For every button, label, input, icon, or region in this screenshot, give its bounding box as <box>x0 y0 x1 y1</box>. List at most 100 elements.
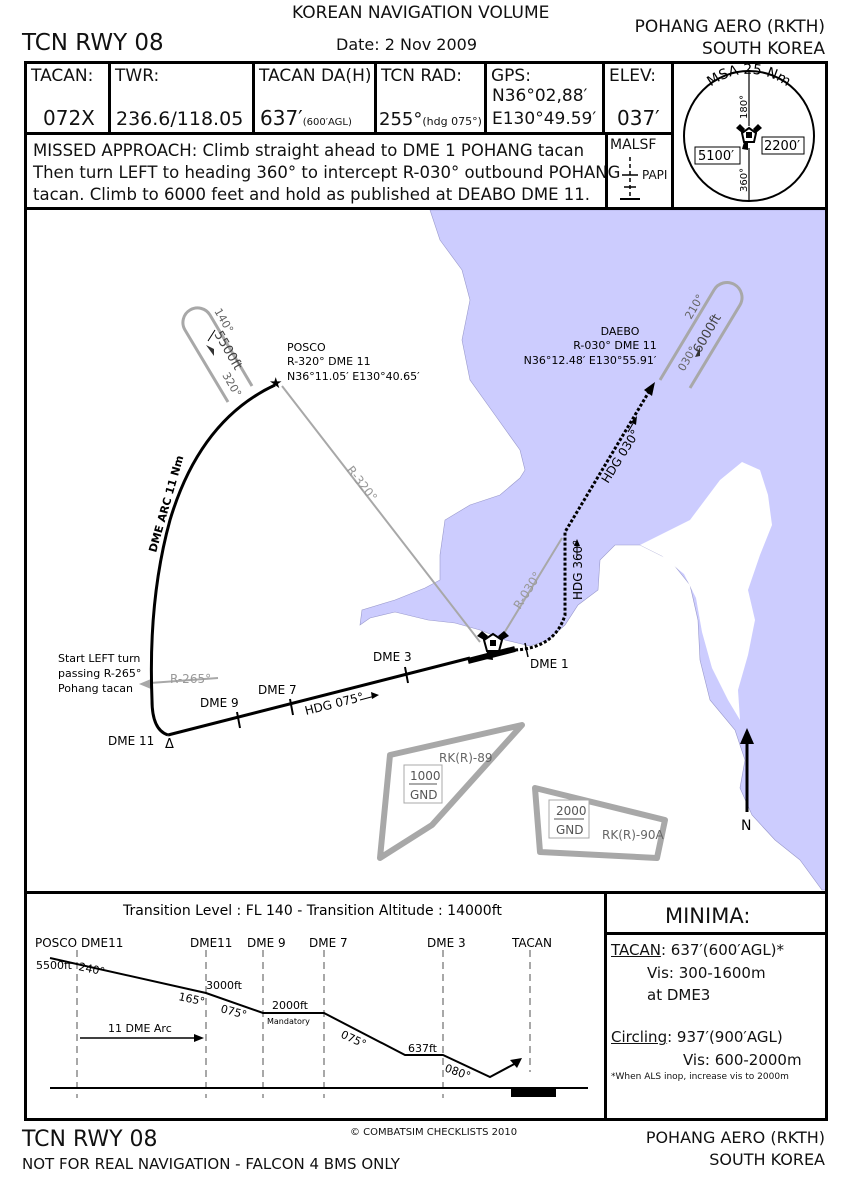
hdg360-label: HDG 360° <box>571 540 585 600</box>
malsf-label: MALSF <box>610 137 657 153</box>
minima-note: *When ALS inop, increase vis to 2000m <box>611 1072 789 1082</box>
dme1-label: DME 1 <box>530 657 569 671</box>
final-approach-track <box>167 656 471 737</box>
missed-line-3: tacan. Climb to 6000 feet and hold as pu… <box>33 185 591 204</box>
rk90-label: RK(R)-90A <box>602 828 665 842</box>
start-turn-1: Start LEFT turn <box>58 652 140 665</box>
msa-top-bearing: 180° <box>739 95 750 119</box>
msa-left-alt: 5100′ <box>698 149 734 164</box>
volume-title: KOREAN NAVIGATION VOLUME <box>292 3 550 23</box>
msa-diagram: MSA 25 Nm 180° 360° 5100′ 2200′ <box>683 64 815 202</box>
approach-lights-icon <box>620 157 640 200</box>
footer-copyright: © COMBATSIM CHECKLISTS 2010 <box>350 1127 518 1138</box>
da-cell: TACAN DA(H) 637′(600′AGL) <box>255 64 377 132</box>
da-value-main: 637′ <box>260 106 303 130</box>
dme7-label: DME 7 <box>258 683 297 697</box>
posco-coords: N36°11.05′ E130°40.65′ <box>287 370 420 383</box>
rk90-alt: 2000 <box>556 804 587 818</box>
minima-box: MINIMA: TACAN: 637′(600′AGL)* Vis: 300-1… <box>604 891 828 1121</box>
twr-label: TWR: <box>115 66 160 86</box>
profile-dme9: DME 9 <box>247 936 286 950</box>
minima-circ-value: : 937′(900′AGL) <box>667 1028 783 1046</box>
profile-crs-080: 080° <box>443 1062 472 1083</box>
minima-circling: Circling: 937′(900′AGL) <box>611 1028 783 1046</box>
da-label: TACAN DA(H) <box>259 66 372 86</box>
minima-tacan-vis: Vis: 300-1600m <box>647 964 766 982</box>
minima-circ-label: Circling <box>611 1028 668 1046</box>
country-name: SOUTH KOREA <box>702 39 825 59</box>
posco-fix-icon: ★ <box>269 374 282 392</box>
profile-mandatory: Mandatory <box>267 1017 310 1026</box>
posco-name: POSCO <box>287 341 326 354</box>
descent-path <box>49 957 519 1079</box>
msa-left-box <box>694 146 741 165</box>
elev-cell: ELEV: 037′ <box>605 64 671 132</box>
radial-265 <box>149 677 219 684</box>
footer-title: TCN RWY 08 <box>22 1127 158 1152</box>
profile-dme7: DME 7 <box>309 936 348 950</box>
footer-country: SOUTH KOREA <box>709 1150 825 1169</box>
info-row: TACAN: 072X TWR: 236.6/118.05 TACAN DA(H… <box>24 61 674 135</box>
profile-posco: POSCO DME11 <box>35 936 123 950</box>
restricted-area-rk89 <box>377 722 525 861</box>
dme3-label: DME 3 <box>373 650 412 664</box>
daebo-holding-pattern <box>658 280 744 389</box>
rk89-label: RK(R)-89 <box>439 751 493 765</box>
rad-label: TCN RAD: <box>381 66 462 86</box>
profile-view: Transition Level : FL 140 - Transition A… <box>24 891 608 1121</box>
transition-info: Transition Level : FL 140 - Transition A… <box>122 903 502 919</box>
papi-label: PAPI <box>642 168 668 182</box>
minima-circ-vis: Vis: 600-2000m <box>683 1051 802 1069</box>
missed-approach-path <box>514 389 652 652</box>
dme9-label: DME 9 <box>200 696 239 710</box>
chart-date: Date: 2 Nov 2009 <box>336 35 478 54</box>
msa-right-alt: 2200′ <box>764 139 800 154</box>
msa-box: MSA 25 Nm 180° 360° 5100′ 2200′ <box>671 61 828 210</box>
minima-tacan-label: TACAN <box>611 941 661 959</box>
missed-approach-box: MISSED APPROACH: Climb straight ahead to… <box>24 132 674 210</box>
airport-name: POHANG AERO (RKTH) <box>634 17 825 37</box>
missed-line-2: Then turn LEFT to heading 360° to interc… <box>33 163 621 182</box>
elev-label: ELEV: <box>609 66 656 86</box>
daebo-name: DAEBO <box>601 325 640 338</box>
tacan-value: 072X <box>43 106 95 130</box>
profile-crs-165: 165° <box>177 990 206 1008</box>
runway-profile <box>511 1089 556 1097</box>
profile-crs-075b: 075° <box>339 1028 369 1051</box>
start-turn-3: Pohang tacan <box>58 682 133 695</box>
posco-radial: R-320° DME 11 <box>287 355 371 368</box>
profile-dme11: DME11 <box>190 936 232 950</box>
restricted-area-rk90a <box>532 785 668 861</box>
msa-right-box <box>761 136 805 155</box>
profile-alt-2000: 2000ft <box>272 999 309 1012</box>
start-turn-2: passing R-265° <box>58 667 141 680</box>
radial-320-label: R-320° <box>344 463 380 504</box>
plan-view: 1000 GND RK(R)-89 2000 GND RK(R)-90A R-3… <box>24 207 828 895</box>
gps-cell: GPS: N36°02,88′ E130°49.59′ <box>487 64 605 132</box>
rk89-alt: 1000 <box>410 769 441 783</box>
plan-view-map: 1000 GND RK(R)-89 2000 GND RK(R)-90A R-3… <box>58 210 825 891</box>
lighting-panel: MALSF PAPI <box>605 135 671 207</box>
profile-alt-3000: 3000ft <box>206 979 243 992</box>
msa-bottom-bearing: 360° <box>739 168 750 192</box>
minima-tacan-value: : 637′(600′AGL)* <box>660 941 785 959</box>
dme11-label: DME 11 <box>108 734 154 748</box>
profile-crs-240: 240° <box>77 960 106 978</box>
profile-dme3: DME 3 <box>427 936 466 950</box>
gps-lat: N36°02,88′ <box>492 86 588 106</box>
tacan-label: TACAN: <box>31 66 94 86</box>
rad-value-sub: (hdg 075°) <box>422 115 482 128</box>
da-value-sub: (600′AGL) <box>302 117 352 128</box>
profile-tacan: TACAN <box>511 936 552 950</box>
profile-diagram: Transition Level : FL 140 - Transition A… <box>35 903 588 1098</box>
footer-airport: POHANG AERO (RKTH) <box>645 1128 825 1147</box>
posco-alt: 5500ft <box>211 329 245 373</box>
dme-arc-path <box>149 383 276 737</box>
minima-tacan: TACAN: 637′(600′AGL)* <box>611 941 784 959</box>
radial-320 <box>281 385 481 643</box>
daebo-coords: N36°12.48′ E130°55.91′ <box>524 354 657 367</box>
tacan-cell: TACAN: 072X <box>27 64 111 132</box>
minima-tacan-at: at DME3 <box>647 986 711 1004</box>
twr-value: 236.6/118.05 <box>116 108 244 130</box>
daebo-radial: R-030° DME 11 <box>573 339 657 352</box>
